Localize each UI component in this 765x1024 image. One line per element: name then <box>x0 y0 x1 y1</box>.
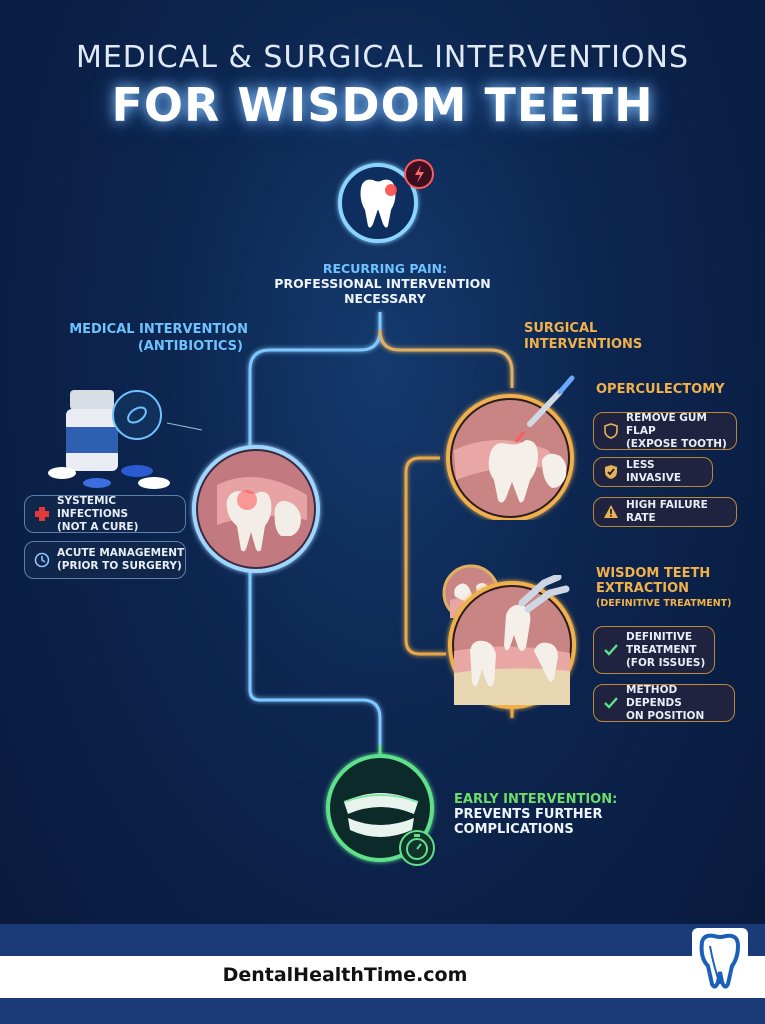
medical-item-acute: ACUTE MANAGEMENT (PRIOR TO SURGERY) <box>24 541 186 579</box>
red-cross-icon <box>31 506 53 522</box>
operculectomy-circle <box>446 375 575 520</box>
surgical-heading-2: INTERVENTIONS <box>524 337 643 352</box>
early-heading-1: EARLY INTERVENTION: <box>454 792 618 807</box>
extraction-subtitle: (DEFINITIVE TREATMENT) <box>596 598 732 609</box>
extraction-circle <box>448 575 576 709</box>
infected-tooth-circle <box>192 445 320 573</box>
site-logo <box>692 928 748 994</box>
top-heading-1: RECURRING PAIN: <box>322 261 448 276</box>
extract-item-2-line-1: METHOD DEPENDS <box>626 683 682 709</box>
top-heading-3: NECESSARY <box>344 291 426 306</box>
medical-item-2-line-2: (PRIOR TO SURGERY) <box>57 560 182 572</box>
title-line-2: FOR WISDOM TEETH <box>111 78 654 132</box>
operc-item-2-line-1: LESS INVASIVE <box>626 459 682 484</box>
operc-item-1-line-2: (EXPOSE TOOTH) <box>626 437 727 450</box>
check-icon <box>600 642 622 658</box>
top-heading-2: PROFESSIONAL INTERVENTION <box>274 276 491 291</box>
extract-item-2-line-2: ON POSITION <box>626 709 705 722</box>
medical-item-1-line-1: SYSTEMIC INFECTIONS <box>57 494 129 520</box>
operculectomy-item-gum-flap: REMOVE GUM FLAP (EXPOSE TOOTH) <box>593 412 737 450</box>
gold-connector-left <box>404 456 446 656</box>
pain-tooth-icon <box>338 159 434 243</box>
extraction-title-1: WISDOM TEETH <box>596 566 711 581</box>
shield-check-icon <box>600 464 622 480</box>
extract-item-1-line-3: (FOR ISSUES) <box>626 656 706 669</box>
shield-icon <box>600 423 622 439</box>
extraction-item-definitive: DEFINITIVE TREATMENT (FOR ISSUES) <box>593 626 715 674</box>
operc-item-3-line-1: HIGH FAILURE RATE <box>626 499 708 524</box>
tooth-logo-icon <box>699 933 741 989</box>
medical-item-1-line-2: (NOT A CURE) <box>57 520 139 533</box>
healthy-teeth-circle <box>326 754 435 866</box>
blue-connector-bottom <box>248 572 382 745</box>
gold-connector-top <box>378 329 514 388</box>
operc-item-1-line-1: REMOVE GUM FLAP <box>626 411 707 437</box>
early-heading-2: PREVENTS FURTHER <box>454 807 603 822</box>
operculectomy-item-less-invasive: LESS INVASIVE <box>593 457 713 487</box>
medical-heading-2: (ANTIBIOTICS) <box>137 339 243 354</box>
blue-connector-top <box>248 312 382 450</box>
medical-heading-1: MEDICAL INTERVENTION <box>69 322 248 337</box>
extraction-title-2: EXTRACTION <box>596 581 690 596</box>
clock-icon <box>31 552 53 568</box>
footer-url[interactable]: DentalHealthTime.com <box>222 964 468 986</box>
operculectomy-item-high-failure: HIGH FAILURE RATE <box>593 497 737 527</box>
operculectomy-title: OPERCULECTOMY <box>596 382 725 397</box>
check-icon <box>600 695 622 711</box>
early-heading-3: COMPLICATIONS <box>454 822 574 837</box>
title-line-1: MEDICAL & SURGICAL INTERVENTIONS <box>75 40 690 75</box>
antibiotics-bottle-icon <box>48 390 203 489</box>
extract-item-1-line-2: TREATMENT <box>626 643 697 656</box>
surgical-heading-1: SURGICAL <box>524 321 598 336</box>
footer-band-top <box>0 924 765 956</box>
footer-url-bar <box>0 956 765 998</box>
extract-item-1-line-1: DEFINITIVE <box>626 630 693 643</box>
medical-item-systemic: SYSTEMIC INFECTIONS (NOT A CURE) <box>24 495 186 533</box>
extraction-item-method: METHOD DEPENDS ON POSITION <box>593 684 735 722</box>
warning-icon <box>600 504 622 520</box>
medical-item-2-line-1: ACUTE MANAGEMENT <box>57 547 185 559</box>
footer-band-bottom <box>0 998 765 1024</box>
